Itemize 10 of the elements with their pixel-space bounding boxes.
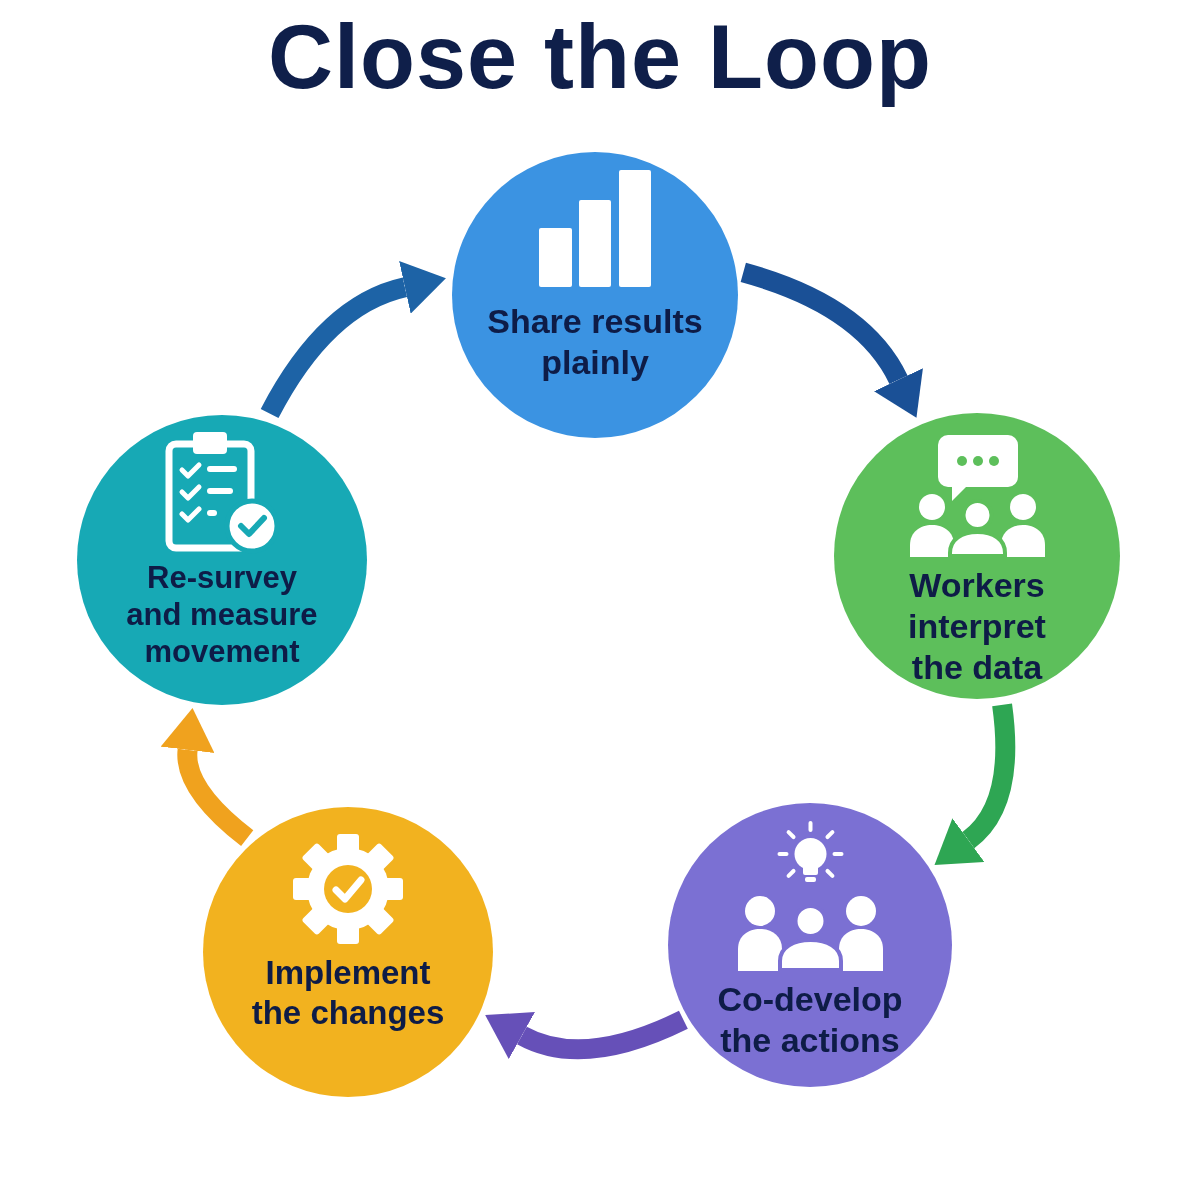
arrow bbox=[260, 261, 446, 419]
title: Close the Loop bbox=[268, 8, 932, 107]
step-label: Re-survey and measure movement bbox=[125, 559, 319, 671]
step-label: Co-develop the actions bbox=[716, 979, 904, 1061]
step-label: Share results plainly bbox=[486, 301, 704, 383]
arrow bbox=[936, 703, 1016, 867]
arrow bbox=[484, 1010, 688, 1060]
step-label: Implement the changes bbox=[250, 953, 446, 1033]
step-label: Workers interpret the data bbox=[907, 565, 1047, 688]
arrow bbox=[740, 262, 923, 417]
